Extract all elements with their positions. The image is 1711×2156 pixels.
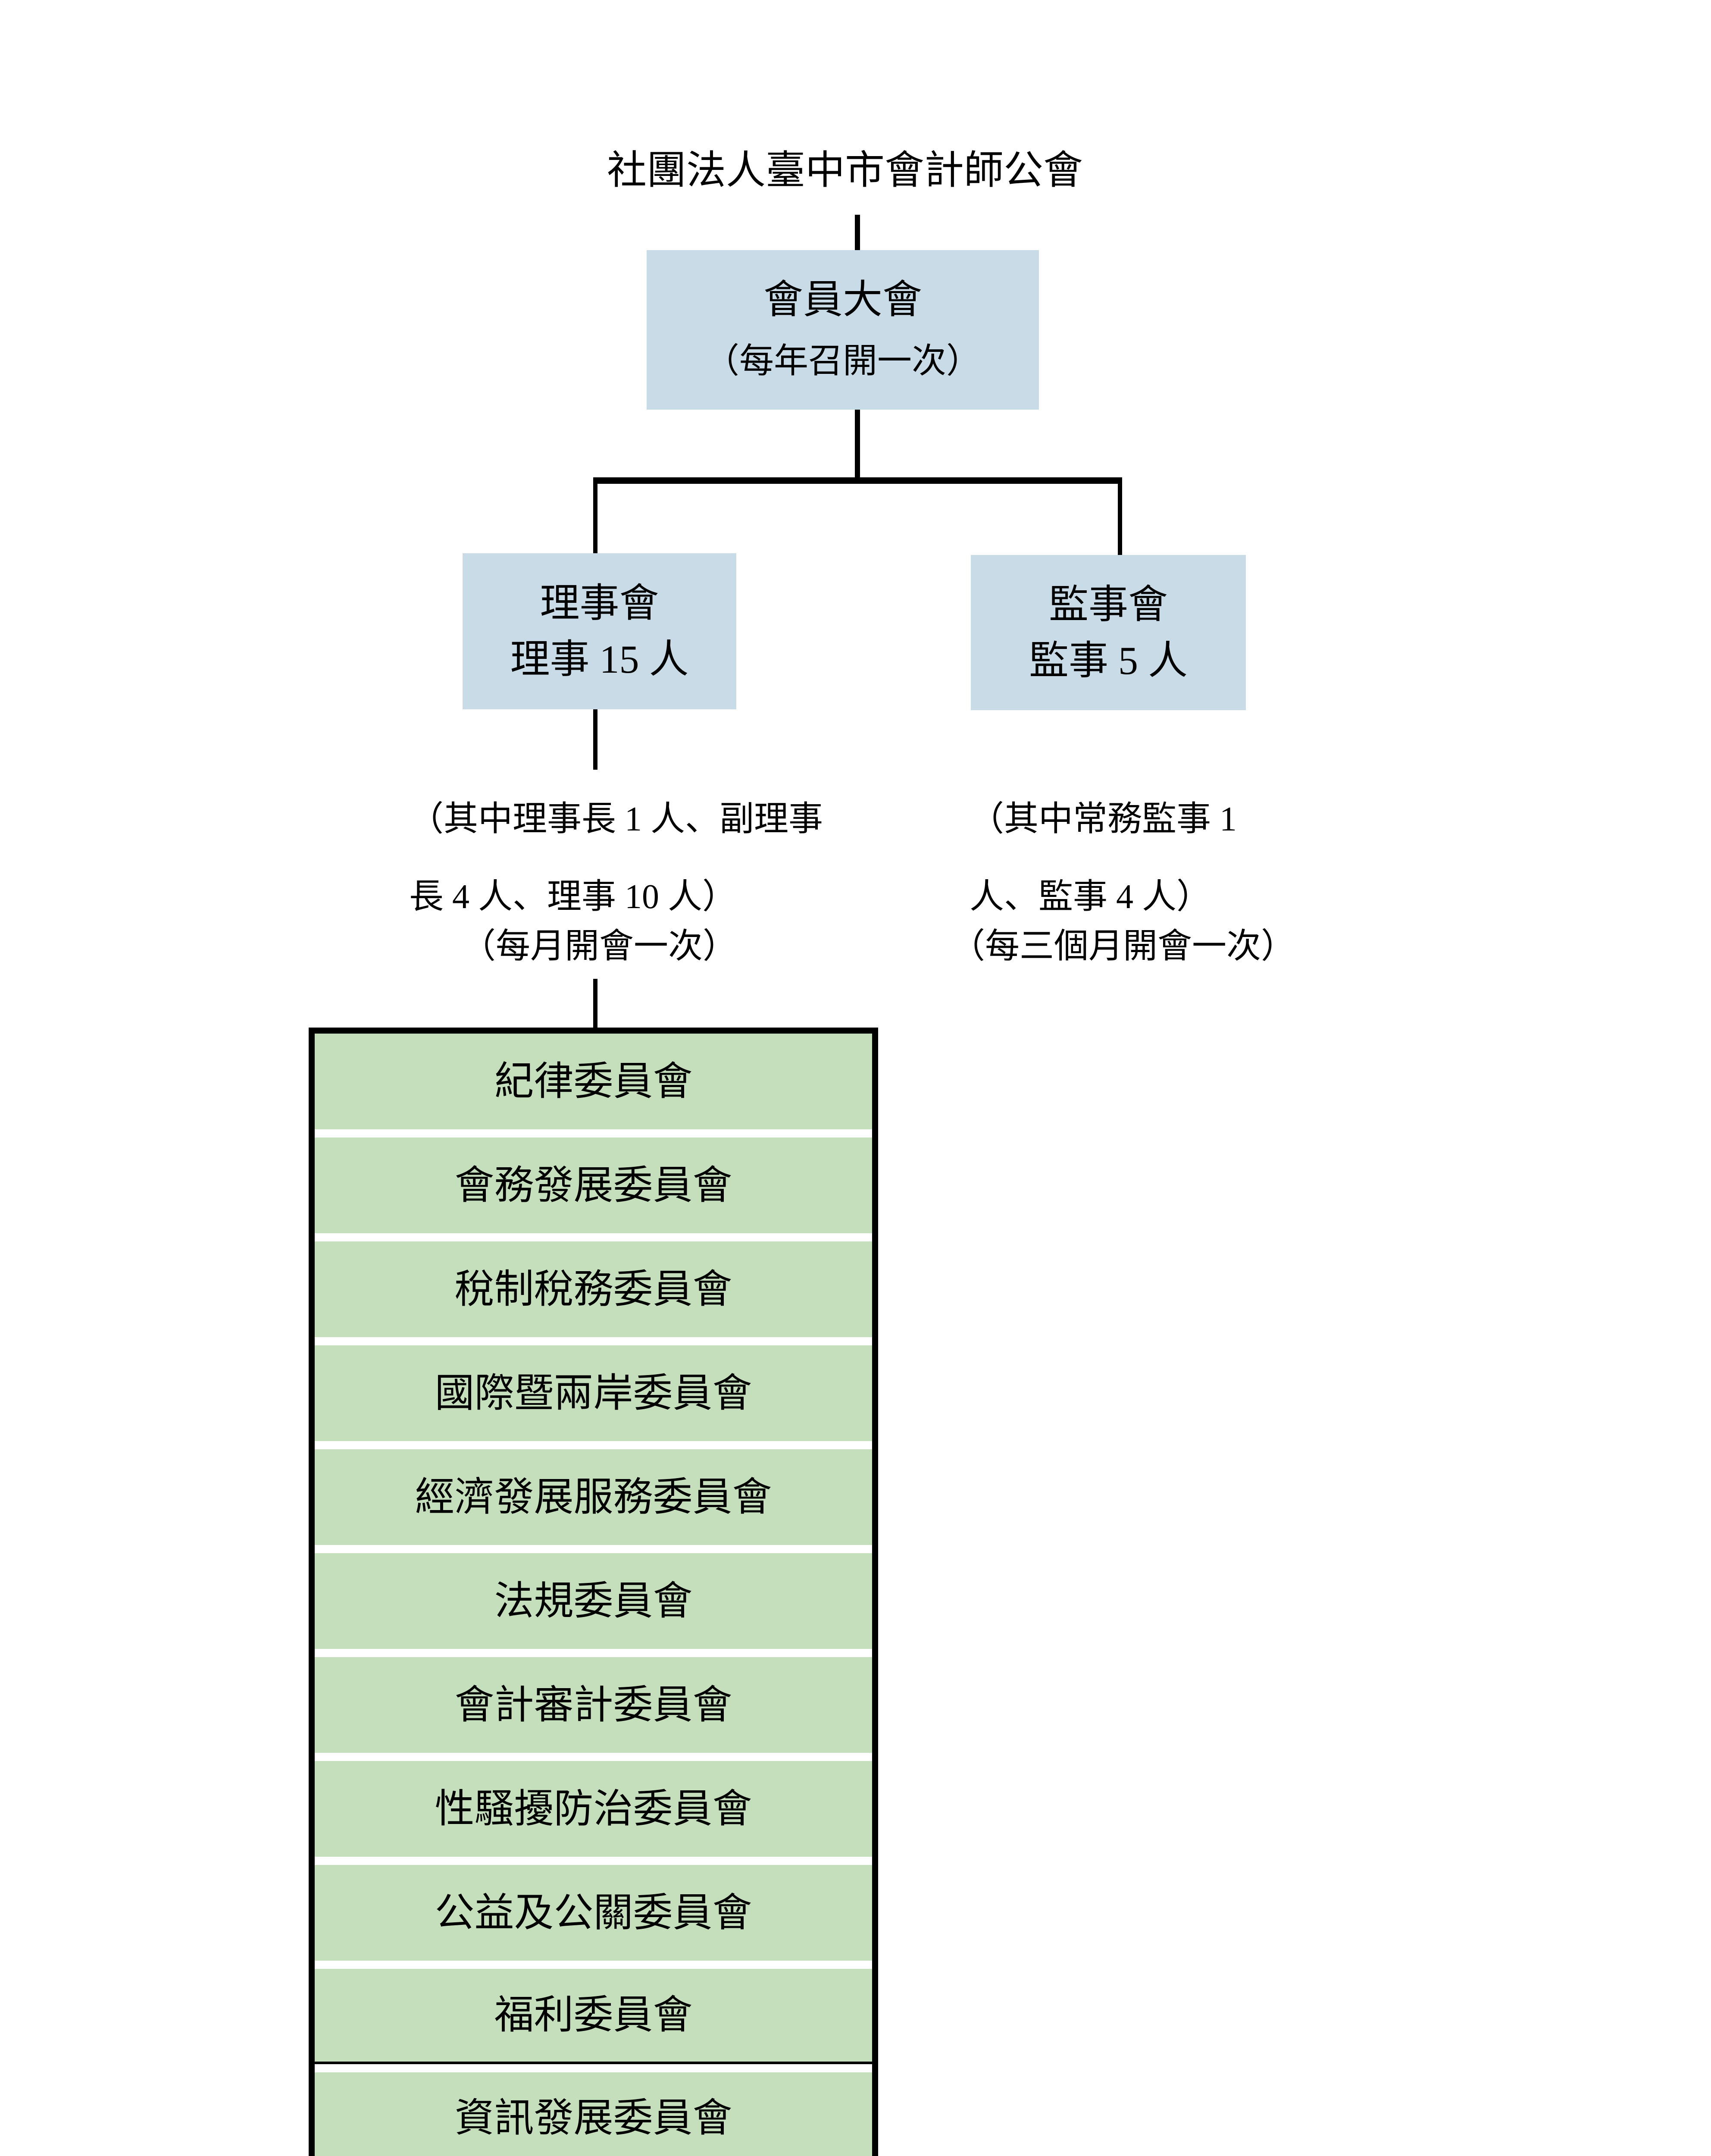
board-name: 理事會 <box>540 581 659 625</box>
committee-cell: 稅制稅務委員會 <box>315 1241 872 1337</box>
committee-cell: 性騷擾防治委員會 <box>315 1761 872 1857</box>
committees-table: 紀律委員會 會務發展委員會 稅制稅務委員會 國際暨兩岸委員會 經濟發展服務委員會… <box>309 1028 878 2156</box>
branch-right-drop <box>1118 484 1122 555</box>
committee-cell: 資訊發展委員會 <box>315 2072 872 2156</box>
page-title: 社團法人臺中市會計師公會 <box>607 148 1083 192</box>
branch-horizontal-bar <box>593 477 1122 484</box>
assembly-name: 會員大會 <box>763 277 922 322</box>
assembly-meeting-note: （每年召開一次） <box>705 342 981 381</box>
table-divider <box>309 2062 878 2064</box>
supervisors-meeting-note: （每三個月開會一次） <box>951 928 1295 965</box>
committee-cell: 法規委員會 <box>315 1553 872 1649</box>
supervisors-members: 監事 5 人 <box>1029 639 1188 683</box>
assembly-box: 會員大會 （每年召開一次） <box>647 250 1039 410</box>
board-composition-note-line2: 長 4 人、理事 10 人） <box>409 878 737 916</box>
supervisors-composition-note-line1: （其中常務監事 1 <box>970 800 1237 838</box>
board-box: 理事會 理事 15 人 <box>463 553 736 709</box>
branch-left-drop <box>593 484 597 553</box>
connector-board-down <box>593 709 597 770</box>
supervisors-box: 監事會 監事 5 人 <box>971 555 1246 710</box>
committee-cell: 福利委員會 <box>315 1969 872 2062</box>
connector-board-to-committees <box>593 979 597 1028</box>
committee-cell: 國際暨兩岸委員會 <box>315 1345 872 1441</box>
supervisors-composition-note-line2: 人、監事 4 人） <box>970 878 1211 916</box>
committee-cell: 紀律委員會 <box>315 1034 872 1129</box>
committee-cell: 會計審計委員會 <box>315 1657 872 1753</box>
connector-title-to-assembly <box>855 215 860 250</box>
committee-cell: 經濟發展服務委員會 <box>315 1449 872 1545</box>
supervisors-name: 監事會 <box>1048 582 1168 627</box>
board-members: 理事 15 人 <box>510 637 689 681</box>
board-composition-note-line1: （其中理事長 1 人、副理事 <box>409 800 823 838</box>
board-meeting-note: （每月開會一次） <box>461 928 737 965</box>
connector-assembly-down <box>855 410 860 477</box>
committee-cell: 會務發展委員會 <box>315 1138 872 1233</box>
committee-cell: 公益及公關委員會 <box>315 1865 872 1961</box>
